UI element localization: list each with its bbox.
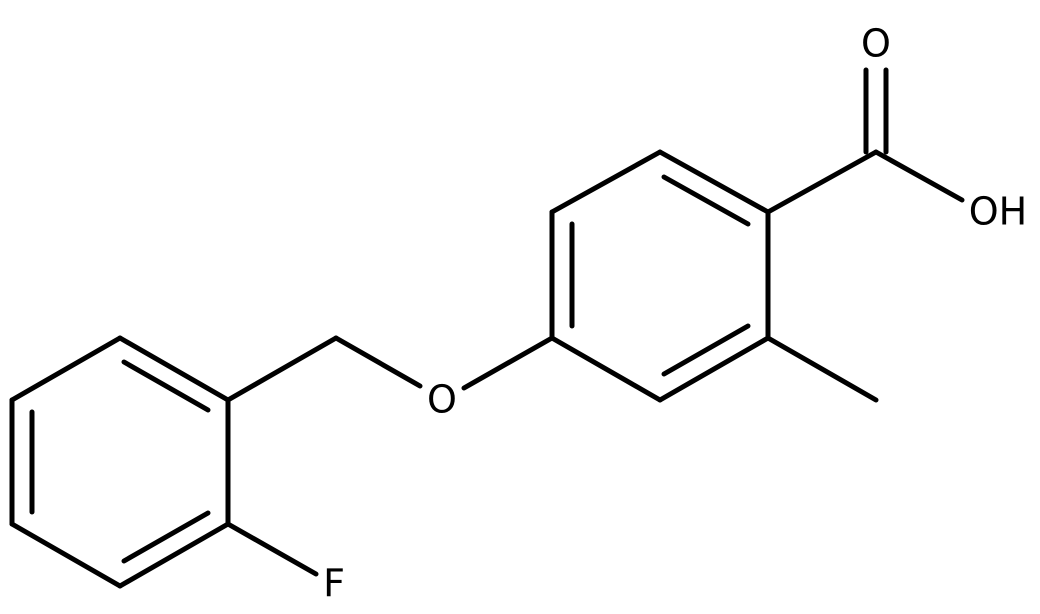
hydroxyl-label: OH — [969, 190, 1027, 234]
fluorine-label: F — [323, 562, 345, 606]
fluorobenzyl-ring — [9, 335, 231, 589]
benzoic-ring — [549, 149, 771, 403]
carboxyl-bonds — [765, 67, 965, 215]
ether-oxygen-label: O — [427, 378, 457, 422]
fluorine-bond — [225, 521, 319, 577]
methyl-bond — [765, 335, 879, 403]
ether-linkage-bonds — [225, 335, 555, 403]
carbonyl-oxygen-label: O — [861, 22, 891, 66]
